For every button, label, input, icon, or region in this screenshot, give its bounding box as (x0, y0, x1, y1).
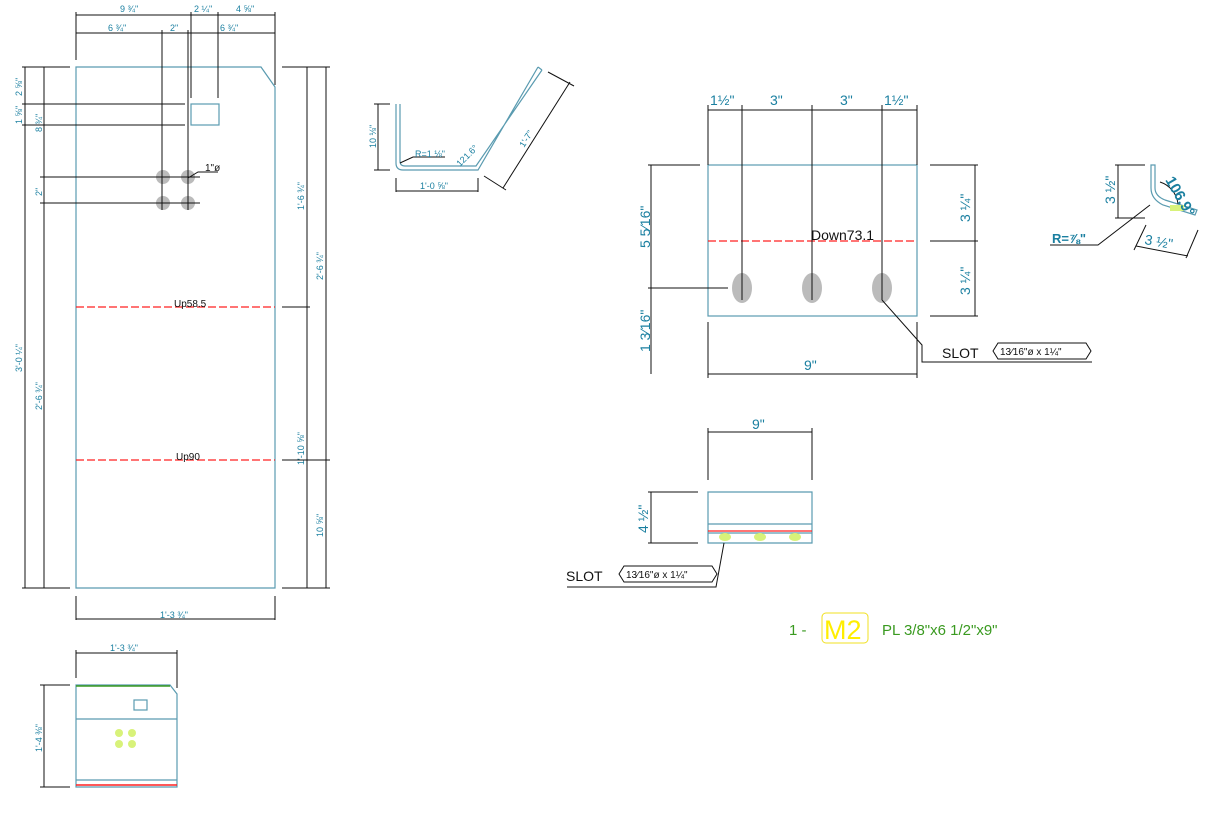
dim-label: 10 ⅝" (315, 514, 325, 537)
dim-label: 3 ¼" (957, 194, 973, 222)
dim-label: 9" (752, 416, 765, 432)
dim-label: 9" (804, 357, 817, 373)
dim-label: 6 ¾" (220, 23, 238, 33)
dim-label: 1'-6 ¾" (296, 182, 306, 210)
dim-label: 1 ⅝" (14, 106, 24, 124)
dim-label: 1'-3 ¾" (160, 610, 188, 620)
dim-label: 3" (770, 92, 783, 108)
part-mark: M2 (824, 615, 862, 645)
part-description: PL 3/8"x6 1/2"x9" (882, 622, 998, 639)
dim-label: 1½" (710, 92, 734, 108)
dim-label: 1'-0 ⅝" (420, 181, 448, 191)
dim-label: 2 ⅝" (14, 78, 24, 96)
dim-label: 1'-4 ⅜" (34, 724, 44, 752)
dim-label: 3 ½" (1102, 176, 1118, 204)
plate-view: 1½" 3" 3" 1½" 5 5⁄16" 1 3⁄16" 3 ¼" 3 ¼" … (637, 92, 1092, 378)
dim-label: 3 ¼" (957, 267, 973, 295)
dim-label: 6 ¾" (108, 23, 126, 33)
plate-edge-view: 9" 4 ½" SLOT 13⁄16"ø x 1¼" (566, 416, 813, 588)
hole-label: 1"ø (205, 163, 220, 174)
part-qty: 1 - (789, 622, 807, 639)
dim-label: 2" (170, 23, 178, 33)
dim-label: 4 ⅝" (236, 4, 254, 14)
dim-label: 3'-0 ¼" (14, 344, 24, 372)
dim-label: 2" (34, 188, 44, 196)
dim-label: 10 ⅛" (368, 125, 378, 148)
dim-label: 1'-3 ¾" (110, 643, 138, 653)
slot-label: SLOT (566, 568, 603, 584)
dim-label: 1½" (884, 92, 908, 108)
flat-plate-outline (75, 66, 276, 589)
dim-label: R=⅞" (1052, 231, 1086, 246)
small-elevation-view: 1'-3 ¾" 1'-4 ⅜" (34, 643, 178, 788)
dim-label: 9 ¾" (120, 4, 138, 14)
flat-pattern-view: 9 ¾" 2 ¼" 4 ⅝" 6 ¾" 2" 6 ¾" 2 ⅝" 1 ⅝" 8 … (14, 4, 330, 620)
dim-label: 3" (840, 92, 853, 108)
slot-spec: 13⁄16"ø x 1¼" (1000, 346, 1062, 358)
dim-label: 3 ½" (1143, 231, 1174, 252)
dim-label: 1 3⁄16" (637, 310, 653, 352)
bend-label: Down73.1 (811, 227, 874, 243)
dim-label: 5 5⁄16" (637, 206, 653, 248)
slot-label: SLOT (942, 345, 979, 361)
dim-label: 2'-6 ¾" (34, 382, 44, 410)
slot-spec: 13⁄16"ø x 1¼" (626, 569, 688, 581)
cutout (190, 103, 220, 126)
bend-profile-view: 10 ⅛" R=1 ⅛" 121.6° 1'-0 ⅝" 1'-7" (368, 66, 575, 192)
dim-label: 2'-6 ¾" (315, 252, 325, 280)
dim-label: R=1 ⅛" (415, 149, 445, 159)
part-label: 1 - M2 PL 3/8"x6 1/2"x9" (789, 612, 998, 645)
bend-detail-view: 3 ½" 106.9° 3 ½" R=⅞" (1050, 164, 1199, 259)
dim-label: 8 ¾" (34, 114, 44, 132)
bend-label: Up90 (176, 452, 200, 463)
dim-label: 1'-7" (517, 129, 535, 149)
dim-label: 4 ½" (635, 505, 651, 533)
dim-label: 2 ¼" (194, 4, 212, 14)
dim-label: 106.9° (1162, 174, 1198, 220)
dim-label: 1'-10 ⅝" (296, 432, 306, 465)
bend-label: Up58.5 (174, 299, 207, 310)
